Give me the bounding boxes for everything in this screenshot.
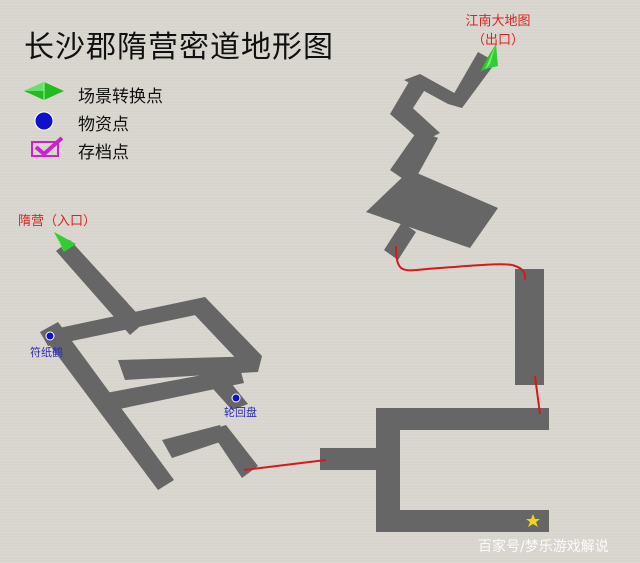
blue-dot-icon bbox=[34, 111, 54, 131]
supply-point-fuzhihe bbox=[45, 331, 55, 341]
star-icon bbox=[526, 514, 540, 527]
exit-label-note: （出口） bbox=[471, 33, 524, 48]
legend-label: 物资点 bbox=[78, 115, 129, 135]
connector-routes bbox=[243, 245, 541, 471]
supply-point-lunhuipan bbox=[231, 393, 241, 403]
entrance-scene-marker bbox=[54, 232, 76, 258]
exit-scene-marker bbox=[480, 44, 498, 72]
legend-label: 场景转换点 bbox=[78, 87, 163, 107]
watermark: 百家号/梦乐游戏解说 bbox=[478, 539, 609, 555]
exit-label-name: 江南大地图 bbox=[465, 14, 531, 29]
tunnel-paths bbox=[40, 52, 549, 532]
green-diamond-icon bbox=[24, 82, 64, 100]
item-label-lunhuipan: 轮回盘 bbox=[224, 406, 257, 419]
exit-label: 江南大地图 （出口） bbox=[458, 10, 538, 48]
entrance-label: 隋营（入口） bbox=[18, 214, 97, 229]
save-checkbox-icon bbox=[31, 136, 64, 157]
legend-label: 存档点 bbox=[78, 143, 129, 163]
item-label-fuzhihe: 符纸鹤 bbox=[30, 346, 63, 359]
map-title: 长沙郡隋营密道地形图 bbox=[24, 30, 334, 65]
